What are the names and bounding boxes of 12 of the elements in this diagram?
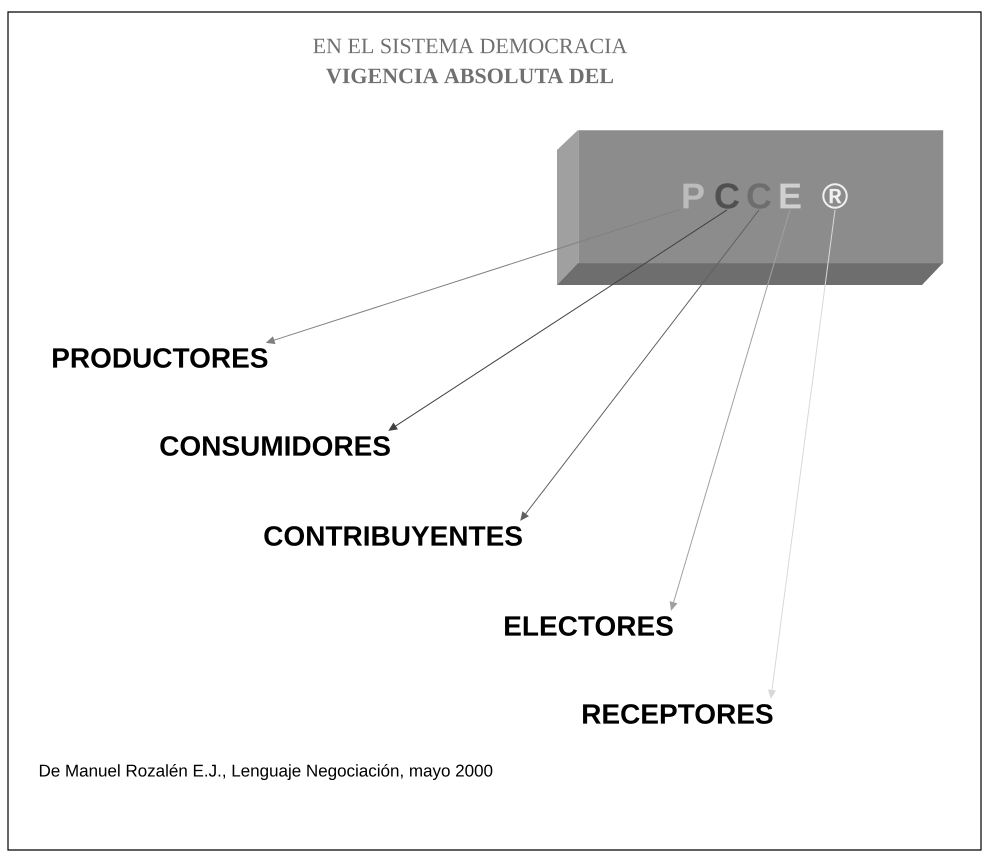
subtitle: VIGENCIA ABSOLUTA DEL [326,68,614,84]
block-drawing [557,130,944,285]
letter: E [780,184,801,208]
letter: C [715,183,740,209]
caption: De Manuel Rozalén E.J., Lenguaje Negociación, mayo 2000 [40,764,492,780]
word-label: CONSUMIDORES [160,436,390,456]
title: EN EL SISTEMA DEMOCRACIA [313,38,628,54]
word-label: CONTRIBUYENTES [264,526,522,546]
word-label: PRODUCTORES [53,348,268,368]
word-label: ELECTORES [505,616,673,636]
word-label: RECEPTORES [583,704,773,724]
letter: ® [822,183,848,209]
